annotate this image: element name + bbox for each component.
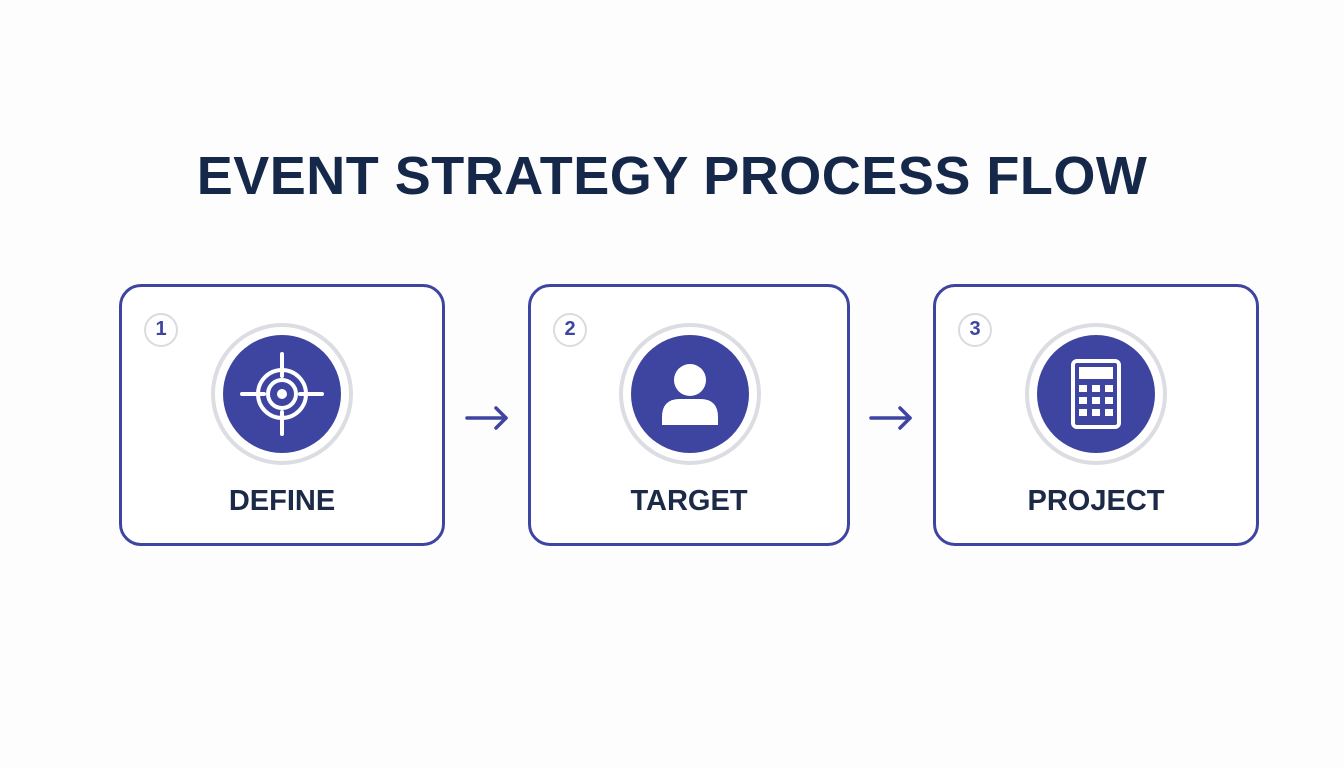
step-number-badge: 3 [958, 313, 992, 347]
arrow-right-icon [869, 406, 912, 430]
step-number-badge: 1 [144, 313, 178, 347]
step-label: PROJECT [1027, 485, 1165, 517]
arrow-right-icon [465, 406, 508, 430]
step-card-target: 2 TARGET [528, 284, 850, 546]
icon-ring [619, 323, 761, 465]
target-icon [223, 335, 341, 453]
step-number-badge: 2 [553, 313, 587, 347]
step-label: TARGET [630, 485, 748, 517]
icon-ring [1025, 323, 1167, 465]
calculator-icon [1037, 335, 1155, 453]
page-title: EVENT STRATEGY PROCESS FLOW [196, 146, 1148, 206]
step-label: DEFINE [228, 485, 336, 517]
icon-ring [211, 323, 353, 465]
user-icon [631, 335, 749, 453]
step-card-define: 1 DEFINE [119, 284, 445, 546]
step-card-project: 3 PROJECT [933, 284, 1259, 546]
